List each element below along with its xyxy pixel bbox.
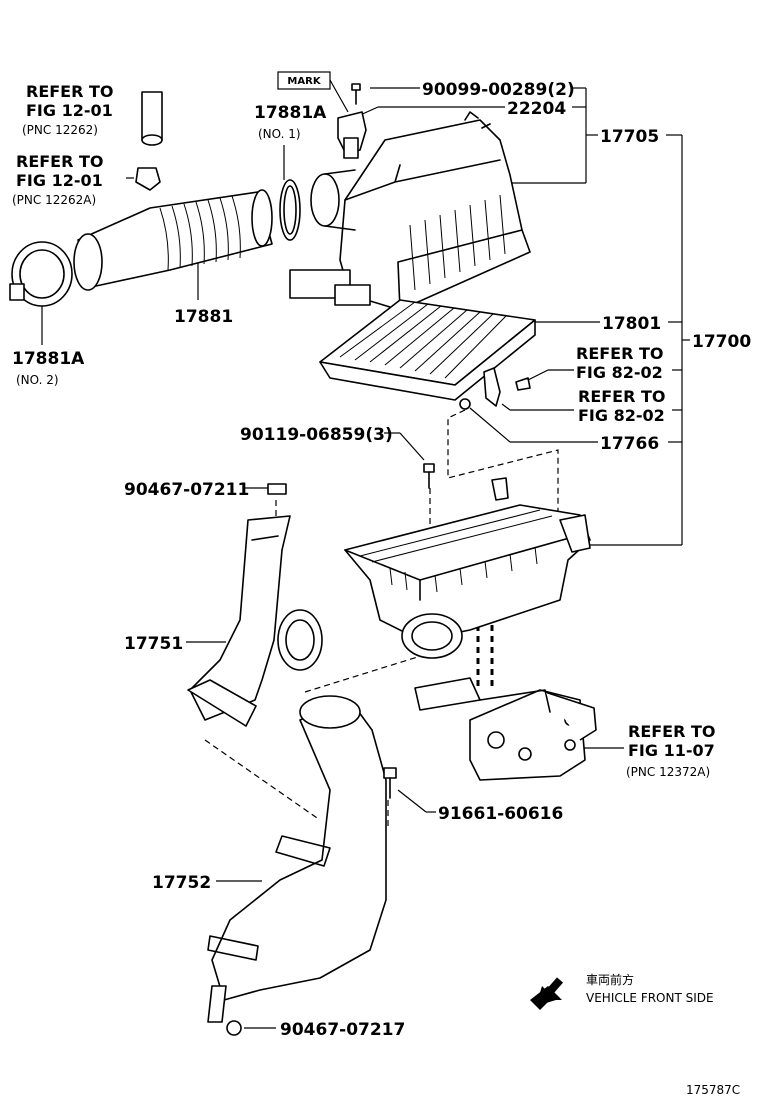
air-duct-17752: [207, 695, 397, 1036]
label-17881a-no1: 17881A: [254, 103, 327, 123]
bracket-assembly: [414, 677, 597, 781]
leader-lines: [41, 87, 690, 1029]
mass-air-flow-sensor: MARK: [277, 71, 367, 159]
ref4-line1: REFER TO: [578, 387, 666, 406]
vehicle-front-arrow: [530, 977, 564, 1010]
vehicle-front-jp: 車両前方: [586, 972, 634, 987]
air-filter-element: [319, 299, 536, 401]
label-90119-06859: 90119-06859(3): [240, 425, 393, 445]
label-17700: 17700: [692, 332, 751, 352]
ref3-line1: REFER TO: [576, 344, 664, 363]
ref1-line2: FIG 12-01: [26, 101, 113, 120]
ref5-line3: (PNC 12372A): [626, 765, 710, 779]
vehicle-front-en: VEHICLE FRONT SIDE: [586, 991, 714, 1005]
ref4-line2: FIG 82-02: [578, 406, 665, 425]
ref3-line2: FIG 82-02: [576, 363, 663, 382]
label-90099-00289: 90099-00289(2): [422, 80, 575, 100]
label-17705: 17705: [600, 127, 659, 147]
air-cleaner-cap: [289, 111, 531, 311]
label-90467-07211: 90467-07211: [124, 480, 249, 500]
ref1-line3: (PNC 12262): [22, 123, 98, 137]
ref2-line2: FIG 12-01: [16, 171, 103, 190]
air-duct-17751: [187, 483, 323, 727]
label-17881a-no2: 17881A: [12, 349, 85, 369]
label-91661-60616: 91661-60616: [438, 804, 563, 824]
label-17766: 17766: [600, 434, 659, 454]
label-17881: 17881: [174, 307, 233, 327]
figure-id: 175787C: [686, 1083, 740, 1097]
label-17801: 17801: [602, 314, 661, 334]
mark-label: MARK: [287, 76, 321, 87]
label-90467-07217: 90467-07217: [280, 1020, 405, 1040]
ref5-line1: REFER TO: [628, 722, 716, 741]
label-17881a-no1-note: (NO. 1): [258, 127, 301, 141]
label-22204: 22204: [507, 99, 566, 119]
intake-hose-17881: [9, 91, 301, 307]
labels: 90099-00289(2) 22204 17705 17700 17801 1…: [12, 80, 751, 1097]
ref2-line3: (PNC 12262A): [12, 193, 96, 207]
ref1-line1: REFER TO: [26, 82, 114, 101]
clip-17766: [459, 367, 531, 410]
label-17752: 17752: [152, 873, 211, 893]
label-17881a-no2-note: (NO. 2): [16, 373, 59, 387]
label-17751: 17751: [124, 634, 183, 654]
air-cleaner-case: [344, 463, 591, 659]
ref5-line2: FIG 11-07: [628, 741, 715, 760]
ref2-line1: REFER TO: [16, 152, 104, 171]
